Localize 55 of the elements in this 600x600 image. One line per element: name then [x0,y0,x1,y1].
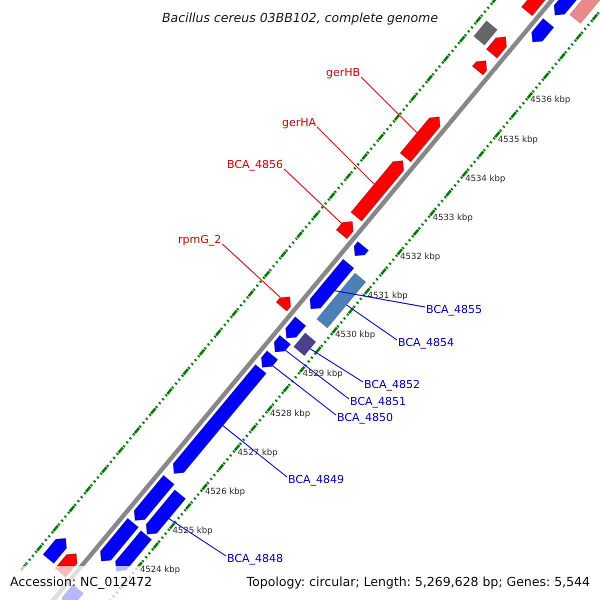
scale-label: 4534 kbp [465,174,506,184]
scale-label: 4531 kbp [368,291,408,302]
leader-line [316,126,375,185]
leader-line [310,348,364,382]
gene-segment [274,334,292,353]
leader-line [284,168,342,224]
scale-label: 4533 kbp [432,212,473,223]
gene-segment [293,332,316,356]
gene-label: BCA_4854 [398,336,454,349]
scale-label: 4527 kbp [238,448,278,458]
gene-label: BCA_4848 [227,552,284,565]
gene-segment [569,0,600,24]
gene-segment [100,518,140,562]
gene-label: gerHA [282,116,316,129]
leader-line [346,304,398,340]
scale-label: 4526 kbp [204,486,246,497]
gene-segment [134,474,175,521]
leader-line [272,365,336,416]
leader-line [360,76,418,134]
gene-segment [336,220,354,240]
leader-line [222,425,288,478]
gene-label: BCA_4849 [288,473,344,486]
gene-segment [531,18,554,43]
gene-segment [285,316,306,339]
gene-segment [354,240,370,256]
gene-segment [486,36,508,59]
scale-label: 4535 kbp [498,134,538,145]
gene-segment [399,116,441,163]
gene-label: BCA_4850 [337,411,394,424]
gene-segment [316,272,366,329]
gene-segment [473,20,498,46]
leader-line [285,350,350,400]
leader-line [334,290,426,308]
leader-line [222,244,281,298]
scale-label: 4536 kbp [530,95,570,106]
genome-info: Topology: circular; Length: 5,269,628 bp; Genes: 5,544 [246,574,590,590]
gene-segment [309,258,354,310]
leader-line [168,518,226,556]
scale-label: 4524 kbp [140,565,180,576]
gene-segment [260,350,278,368]
gene-segment [276,296,292,312]
gene-label: rpmG_2 [178,233,222,246]
gene-segment [350,160,404,222]
gene-label: BCA_4856 [227,158,284,171]
diagram-title: Bacillus cereus 03BB102, complete genome [160,10,440,25]
scale-label: 4532 kbp [400,252,440,262]
gene-label: BCA_4852 [364,378,420,391]
gene-segment [42,538,68,564]
genome-info: Accession: NC_012472 [10,574,152,590]
gene-label: gerHB [326,66,360,79]
gene-segment [520,0,548,16]
scale-label: 4530 kbp [335,330,376,340]
gene-segment [472,60,488,76]
gene-label: BCA_4855 [426,303,482,316]
gene-label: BCA_4851 [350,395,406,408]
